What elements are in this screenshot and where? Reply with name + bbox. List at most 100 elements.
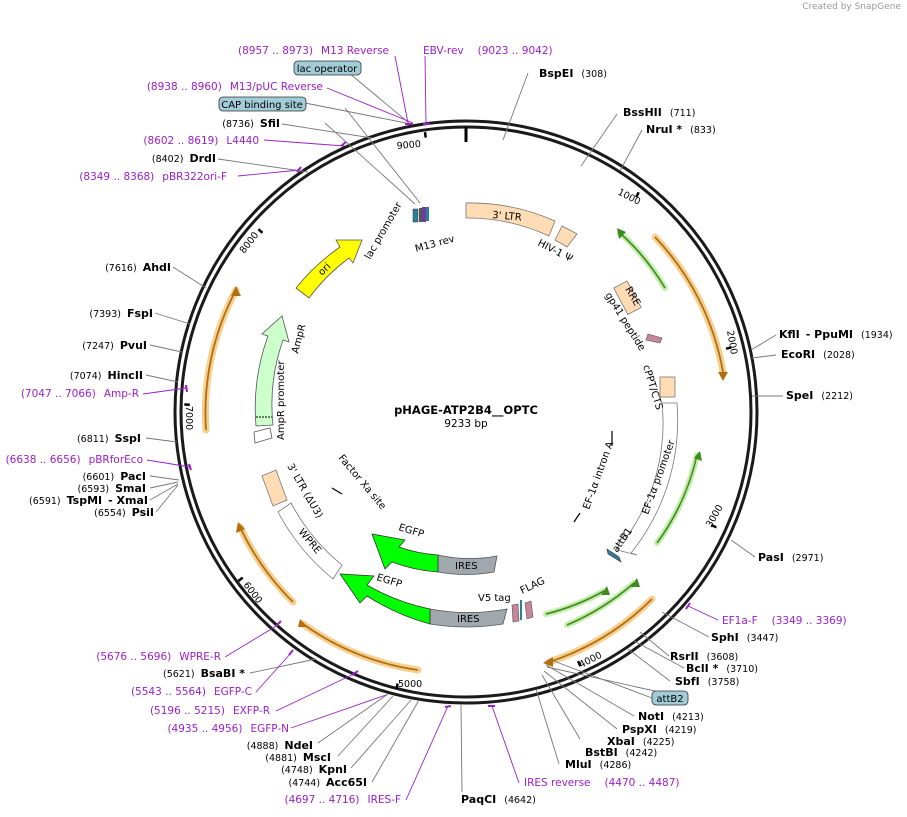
- feature-ori: [295, 239, 363, 299]
- label-v5: V5 tag: [478, 593, 511, 604]
- feature-gp41: [645, 333, 663, 344]
- feature-factorxa: [331, 487, 343, 495]
- site-ndei: (4888)NdeI: [247, 739, 313, 752]
- site-smai: (6593)SmaI: [78, 482, 147, 495]
- site-psii: (6554)PsiI: [94, 506, 154, 519]
- label-egfp-inner: EGFP: [397, 522, 425, 540]
- svg-text:attB2: attB2: [656, 694, 683, 705]
- site-fspi: (7393)FspI: [89, 307, 153, 320]
- tick-5000: 5000: [398, 679, 422, 690]
- feature-egfp-inner: [371, 533, 439, 573]
- primer-wpre-r: (5676 .. 5696)WPRE-R: [96, 651, 221, 663]
- label-ampr: AmpR: [290, 323, 308, 355]
- primer-egfp-c: (5543 .. 5564)EGFP-C: [131, 686, 252, 698]
- site-spei: SpeI(2212): [786, 389, 853, 402]
- label-3ltr: 3' LTR: [492, 210, 522, 224]
- tick-3000: 3000: [704, 503, 726, 529]
- plasmid-length: 9233 bp: [444, 418, 488, 430]
- restriction-sites: BspEI(308) BssHII(711) NruI *(833) KflI-…: [29, 67, 893, 806]
- feature-rre: [613, 280, 642, 316]
- primer-pbr322ori-f: (8349 .. 8368)pBR322ori-F: [79, 171, 227, 183]
- feature-3ltr-delta: [261, 469, 288, 507]
- site-paqci: PaqCI(4642): [461, 793, 536, 806]
- svg-text:lac operator: lac operator: [297, 64, 358, 75]
- backbone-outer: [173, 119, 759, 705]
- site-sbfi: SbfI(3758): [675, 675, 739, 688]
- feature-ampr: [254, 315, 290, 427]
- feature-cppt: [659, 376, 676, 398]
- primer-labels: (8957 .. 8973)M13 Reverse EBV-rev(9023 .…: [6, 45, 847, 806]
- primer-egfp-n: (4935 .. 4956)EGFP-N: [167, 723, 289, 735]
- plasmid-name: pHAGE-ATP2B4__OPTC: [394, 403, 538, 418]
- feature-egfp-outer: [339, 573, 431, 625]
- label-ef1a-intron: EF-1α intron A: [581, 440, 616, 511]
- label-m13rev: M13 rev: [414, 234, 456, 255]
- tick-9000: 9000: [396, 139, 421, 152]
- primer-lines: [142, 55, 719, 801]
- primer-ebv-rev: EBV-rev(9023 .. 9042): [423, 45, 553, 57]
- snapgene-credit: Created by SnapGene: [802, 2, 901, 12]
- feature-ef1a-promoter: [616, 402, 679, 556]
- tick-marks: [184, 131, 732, 690]
- primer-exfp-r: (5196 .. 5215)EXFP-R: [150, 705, 270, 717]
- site-tspmi: (6591)TspMI- XmaI: [29, 494, 148, 507]
- box-lac-operator: [293, 60, 362, 76]
- svg-text:CAP binding site: CAP binding site: [221, 100, 303, 111]
- primer-ires-reverse: IRES reverse(4470 .. 4487): [524, 777, 680, 789]
- label-ampr-promoter: AmpR promoter: [276, 360, 287, 440]
- tick-2000: 2000: [724, 330, 739, 356]
- primer-ires-f: (4697 .. 4716)IRES-F: [284, 794, 401, 806]
- label-ires-inner: IRES: [455, 561, 478, 572]
- feature-ires-inner: [437, 554, 498, 575]
- box-cap-binding: [218, 96, 307, 112]
- site-bstbi: BstBI(4242): [585, 746, 657, 759]
- tick-1000: 1000: [616, 187, 643, 208]
- site-pspxi: PspXI(4219): [622, 723, 696, 736]
- label-flag: FLAG: [519, 576, 547, 597]
- site-noti: NotI(4213): [638, 710, 704, 723]
- site-pasi: PasI(2971): [758, 551, 823, 564]
- box-attb2: [651, 690, 689, 706]
- site-bcli: BclI *(3710): [686, 662, 758, 675]
- site-sphi: SphI(3447): [711, 631, 778, 644]
- site-kpni: (4748)KpnI: [281, 763, 347, 776]
- site-paci: (6601)PacI: [83, 470, 146, 483]
- label-ires-outer: IRES: [457, 614, 480, 625]
- site-ahdi: (7616)AhdI: [105, 261, 171, 274]
- label-egfp-outer: EGFP: [375, 572, 403, 590]
- boxed-features: lac operator CAP binding site attB2: [218, 60, 689, 706]
- feature-ires-outer: [429, 608, 508, 628]
- inner-features: [253, 202, 679, 628]
- site-bsabi: (5621)BsaBI *: [163, 667, 245, 680]
- tick-7000: 7000: [183, 406, 194, 430]
- primer-amp-r: (7047 .. 7066)Amp-R: [21, 388, 139, 400]
- primer-m13-reverse: (8957 .. 8973)M13 Reverse: [238, 45, 389, 57]
- feature-3ltr-top: [465, 202, 556, 237]
- green-arcs: [543, 230, 700, 628]
- site-nrui: NruI *(833): [646, 123, 716, 136]
- site-xbai: XbaI(4225): [607, 735, 674, 748]
- primer-ef1a-f: EF1a-F(3349 .. 3369): [722, 615, 847, 627]
- leader-lines: [145, 67, 783, 793]
- site-sspi: (6811)SspI: [77, 432, 141, 445]
- site-msci: (4881)MscI: [265, 751, 331, 764]
- feature-flag: [524, 600, 534, 620]
- site-bspei: BspEI(308): [539, 67, 607, 80]
- feature-ampr-promoter: [253, 427, 273, 444]
- site-acc65i: (4744)Acc65I: [288, 776, 367, 789]
- feature-v5: [511, 603, 520, 623]
- primer-m13-puc-reverse: (8938 .. 8960)M13/pUC Reverse: [147, 81, 323, 93]
- primer-pbrforeco: (6638 .. 6656)pBRforEco: [6, 454, 143, 466]
- site-mlui: MluI(4286): [565, 758, 631, 771]
- site-rsrii: RsrII(3608): [670, 650, 738, 663]
- site-sfii: (8736)SfiI: [222, 117, 280, 130]
- tick-8000: 8000: [238, 230, 262, 256]
- site-bsshii: BssHII(711): [623, 106, 695, 119]
- feature-attb1: [606, 548, 622, 563]
- site-hincii: (7074)HincII: [70, 369, 143, 382]
- green-arrowheads: [601, 228, 702, 595]
- primer-l4440: (8602 .. 8619)L4440: [143, 135, 259, 147]
- label-lac-promoter: lac promoter: [363, 200, 405, 262]
- site-drdi: (8402)DrdI: [152, 152, 216, 165]
